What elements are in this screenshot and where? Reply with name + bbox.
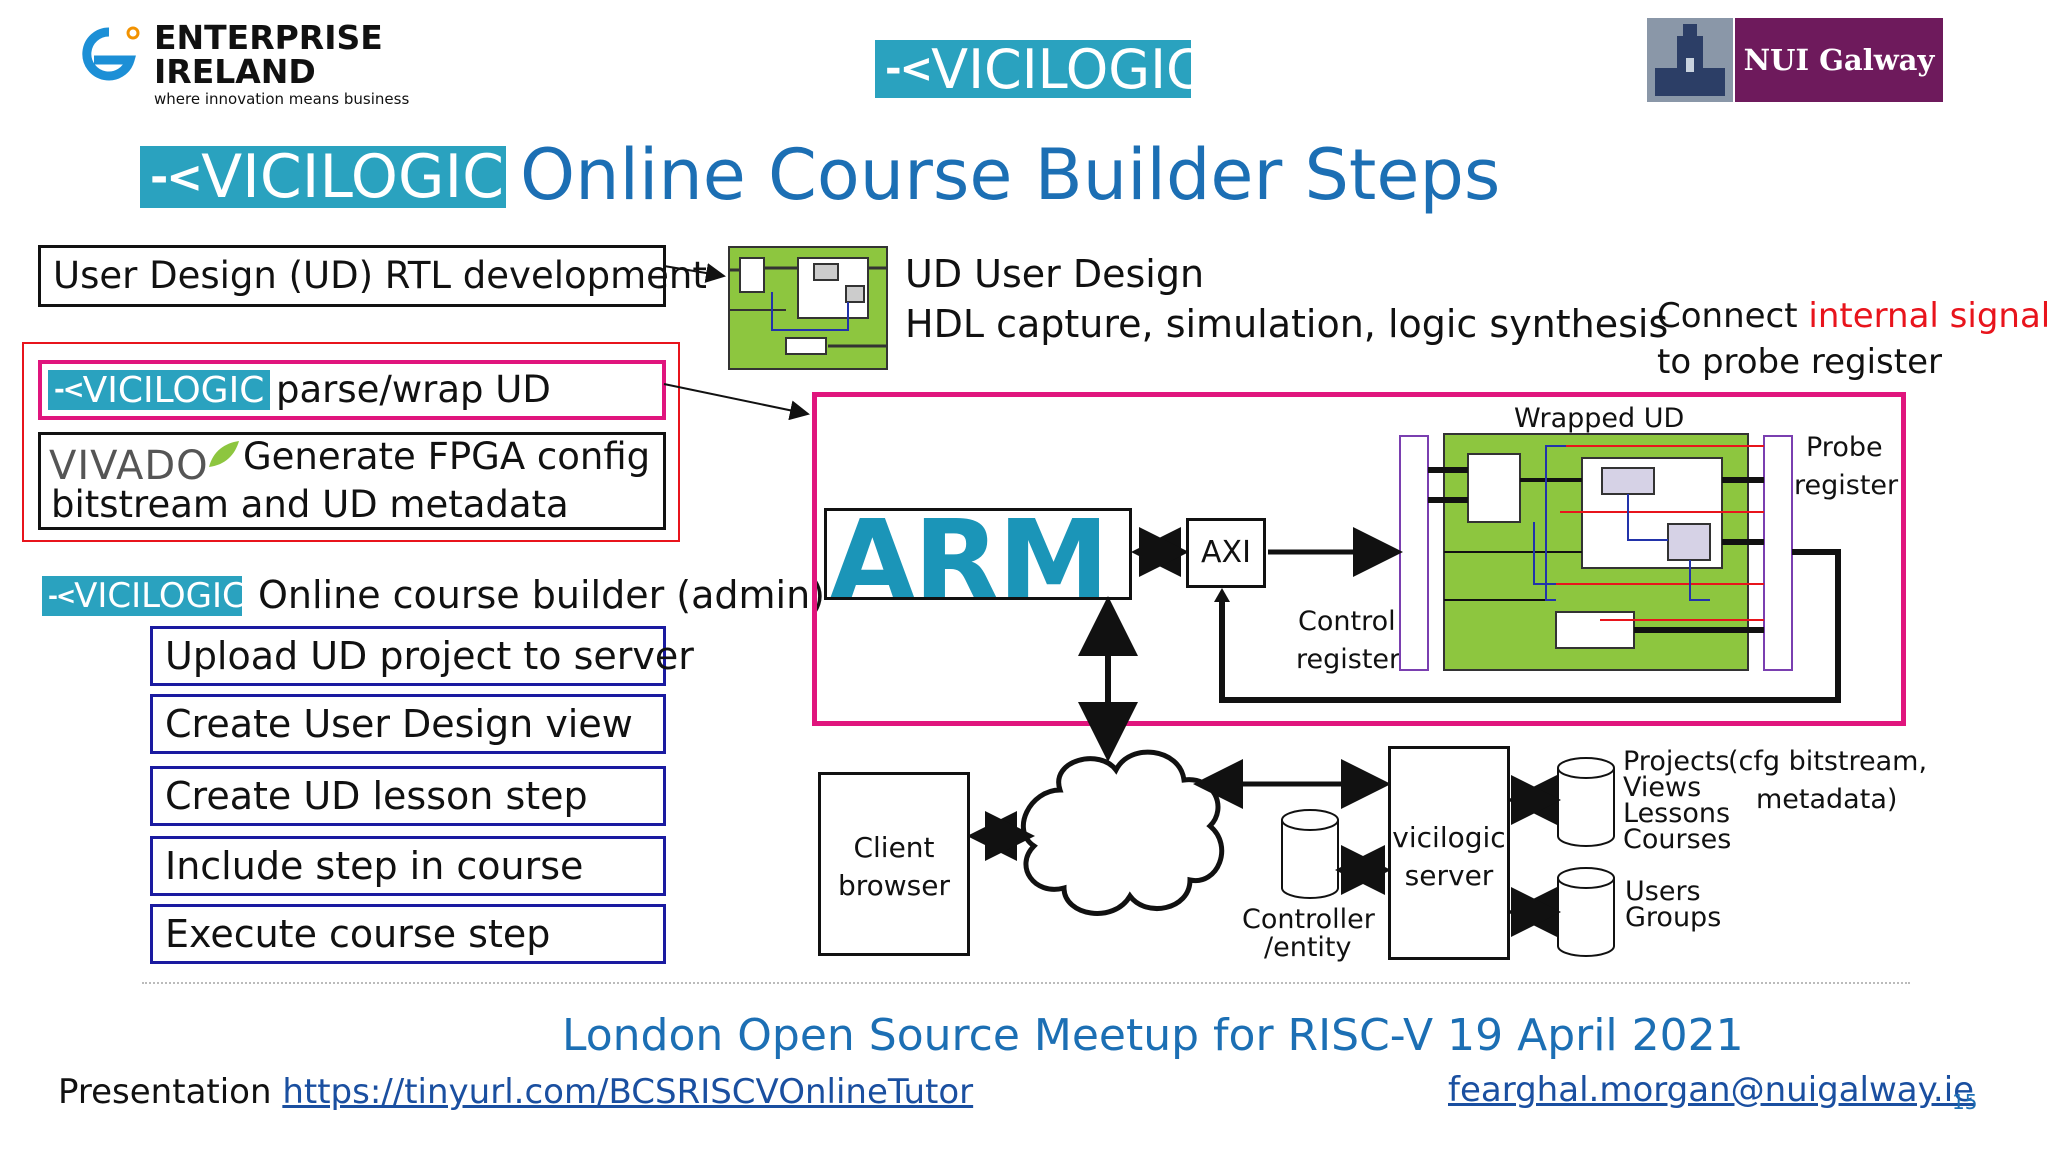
internet-cloud-icon — [1020, 749, 1225, 916]
db1-item-views: Views — [1623, 772, 1702, 803]
vicilogic-logo-title: -< VICILOGIC — [140, 142, 506, 212]
generate-line2: bitstream and UD metadata — [51, 483, 569, 526]
arm-logo-text: ARM — [829, 508, 1109, 600]
vicilogic-logo-text: VICILOGIC — [201, 142, 505, 212]
enterprise-swirl-icon — [82, 26, 140, 81]
enterprise-name-line1: ENTERPRISE — [154, 18, 383, 57]
db2-item-groups: Groups — [1625, 902, 1722, 933]
axi-label: AXI — [1201, 535, 1251, 570]
step-include: Include step in course — [150, 836, 666, 896]
controller-database-icon — [1281, 809, 1339, 899]
client-label-2: browser — [837, 869, 951, 902]
vivado-leaf-icon — [209, 441, 239, 467]
vicilogic-branch-icon: -< — [150, 151, 203, 203]
email-link[interactable]: fearghal.morgan@nuigalway.ie — [1448, 1070, 1975, 1110]
controller-label-1: Controller — [1242, 904, 1375, 935]
controller-label-2: /entity — [1264, 932, 1352, 963]
server-label-1: vicilogic — [1392, 821, 1506, 854]
db1-note-line1: (cfg bitstream, — [1728, 746, 1928, 777]
ud-rtl-label: User Design (UD) RTL development — [53, 254, 707, 297]
client-label-1: Client — [853, 831, 935, 864]
step-execute: Execute course step — [150, 904, 666, 964]
connect-note-line1: Connect internal signals — [1657, 296, 2048, 336]
footer-presentation: Presentation https://tinyurl.com/BCSRISC… — [58, 1072, 973, 1112]
users-database-icon — [1557, 867, 1615, 957]
vicilogic-logo-text: VICILOGIC — [931, 37, 1204, 101]
vicilogic-branch-icon: -< — [48, 582, 76, 610]
db1-item-courses: Courses — [1623, 824, 1732, 855]
builder-heading: Online course builder (admin) — [258, 573, 825, 617]
db1-item-lessons: Lessons — [1623, 798, 1731, 829]
parse-wrap-label: parse/wrap UD — [276, 368, 551, 411]
vicilogic-logo-builder: -< VICILOGIC — [42, 576, 246, 616]
vicilogic-branch-icon: -< — [54, 375, 85, 405]
nui-galway-logo: NUI Galway — [1647, 18, 1943, 102]
parse-wrap-box: -< VICILOGIC parse/wrap UD — [38, 360, 666, 420]
vicilogic-logo-header: -< VICILOGIC — [875, 38, 1204, 101]
db1-note-line2: metadata) — [1756, 784, 1898, 815]
arm-processor-box: ARM — [824, 508, 1132, 600]
step-create-view: Create User Design view — [150, 694, 666, 754]
vicilogic-logo-text: VICILOGIC — [82, 369, 265, 411]
control-register-label-2: register — [1296, 644, 1401, 675]
nui-galway-text: NUI Galway — [1743, 43, 1935, 77]
generate-bitstream-box: VIVADO Generate FPGA config bitstream an… — [38, 432, 666, 530]
ud-desc-line2: HDL capture, simulation, logic synthesis — [905, 302, 1669, 346]
control-register-label-1: Control — [1298, 606, 1396, 637]
footer-event: London Open Source Meetup for RISC-V 19 … — [562, 1010, 1744, 1061]
db1-item-projects: Projects — [1623, 746, 1730, 777]
presentation-link[interactable]: https://tinyurl.com/BCSRISCVOnlineTutor — [282, 1072, 974, 1112]
ud-rtl-box: User Design (UD) RTL development — [38, 245, 707, 307]
projects-database-icon — [1557, 757, 1615, 847]
axi-box: AXI — [1186, 518, 1266, 588]
connect-note-pre: Connect — [1657, 296, 1809, 336]
server-label-2: server — [1404, 859, 1494, 892]
wrapped-ud-label: Wrapped UD — [1514, 403, 1685, 434]
fpga-system-box — [812, 392, 1906, 726]
probe-register-label-2: register — [1794, 470, 1899, 501]
enterprise-ireland-logo: ENTERPRISE IRELAND where innovation mean… — [78, 18, 409, 108]
ud-thumbnail — [728, 246, 888, 370]
probe-register-label-1: Probe — [1806, 432, 1883, 463]
client-browser-box: Client browser — [818, 772, 970, 956]
db2-item-users: Users — [1625, 876, 1701, 907]
enterprise-name-line2: IRELAND — [154, 52, 316, 91]
page-number: 15 — [1952, 1090, 1978, 1114]
vicilogic-logo-text: VICILOGIC — [74, 576, 246, 616]
vicilogic-logo-small: -< VICILOGIC — [48, 369, 270, 411]
step-create-lesson: Create UD lesson step — [150, 766, 666, 826]
enterprise-tagline: where innovation means business — [154, 90, 410, 108]
presentation-label: Presentation — [58, 1072, 272, 1112]
vicilogic-branch-icon: -< — [885, 46, 933, 92]
connect-note-line2: to probe register — [1657, 342, 1942, 382]
vicilogic-server-box: vicilogic server — [1388, 746, 1510, 960]
ud-desc-line1: UD User Design — [905, 252, 1205, 296]
nui-tower-icon — [1647, 18, 1733, 102]
connect-note-highlight: internal signals — [1808, 296, 2048, 336]
generate-line1: Generate FPGA config — [243, 435, 651, 478]
control-register — [1399, 435, 1429, 671]
vivado-logo: VIVADO — [49, 443, 209, 489]
vicilogic-vivado-group — [22, 342, 680, 542]
footer-divider — [142, 982, 1910, 984]
step-upload: Upload UD project to server — [150, 626, 694, 686]
page-title: Online Course Builder Steps — [520, 134, 1501, 216]
